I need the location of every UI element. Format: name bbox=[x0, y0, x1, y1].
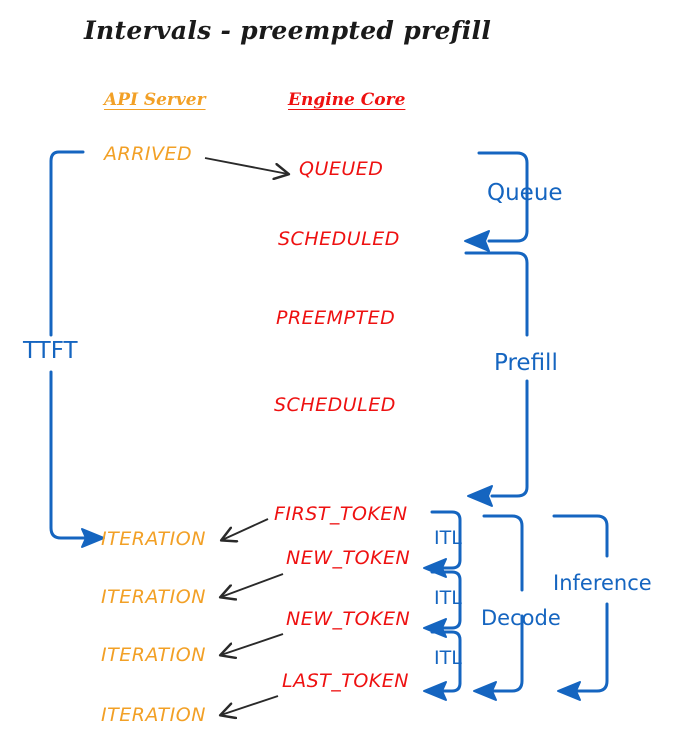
interval-label-prefill: Prefill bbox=[494, 350, 558, 376]
arrow-new-token-to-iteration-2 bbox=[221, 573, 284, 597]
interval-label-itl-2: ITL bbox=[434, 587, 462, 609]
arrow-last-token-to-iteration-4 bbox=[221, 695, 279, 715]
arrow-arrived-to-queued bbox=[204, 157, 288, 174]
event-new-token-2: NEW_TOKEN bbox=[286, 608, 411, 630]
event-scheduled-1: SCHEDULED bbox=[278, 228, 400, 250]
inference-bracket bbox=[552, 514, 609, 701]
event-iteration-2: ITERATION bbox=[101, 586, 206, 608]
interval-label-decode: Decode bbox=[481, 606, 561, 630]
interval-label-queue: Queue bbox=[487, 180, 563, 206]
column-header-api-server: API Server bbox=[104, 90, 206, 110]
event-last-token: LAST_TOKEN bbox=[282, 670, 409, 692]
column-header-engine-core: Engine Core bbox=[288, 90, 406, 110]
interval-label-itl-1: ITL bbox=[434, 527, 462, 549]
interval-label-itl-3: ITL bbox=[434, 647, 462, 669]
arrow-first-token-to-iteration bbox=[222, 518, 269, 540]
event-arrived: ARRIVED bbox=[104, 143, 193, 165]
event-queued: QUEUED bbox=[299, 158, 384, 180]
page-title: Intervals - preempted prefill bbox=[84, 16, 492, 45]
interval-label-ttft: TTFT bbox=[23, 338, 78, 364]
prefill-bracket bbox=[464, 251, 529, 507]
arrow-new-token-to-iteration-3 bbox=[221, 633, 284, 655]
event-first-token: FIRST_TOKEN bbox=[274, 503, 408, 525]
event-iteration-1: ITERATION bbox=[101, 528, 206, 550]
event-scheduled-2: SCHEDULED bbox=[274, 394, 396, 416]
event-iteration-3: ITERATION bbox=[101, 644, 206, 666]
event-iteration-4: ITERATION bbox=[101, 704, 206, 726]
event-preempted: PREEMPTED bbox=[276, 307, 396, 329]
interval-label-inference: Inference bbox=[553, 571, 652, 595]
event-new-token-1: NEW_TOKEN bbox=[286, 547, 411, 569]
